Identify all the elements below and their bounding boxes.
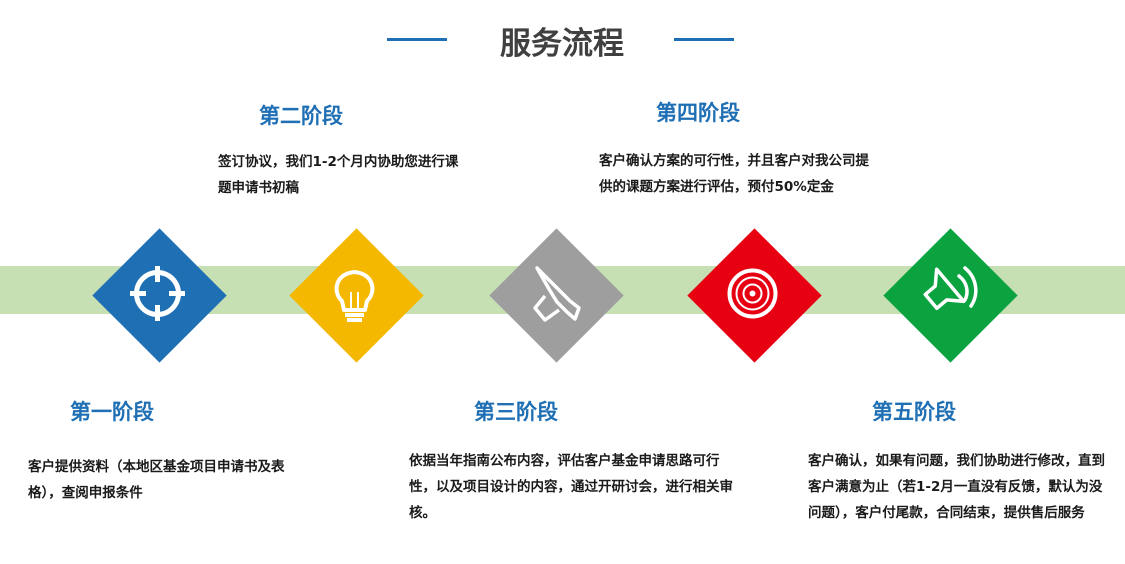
lightbulb-icon [334,270,375,322]
stage-5-title: 第五阶段 [872,400,956,424]
title-line-right [674,38,734,41]
stage-4-desc: 客户确认方案的可行性，并且客户对我公司提供的课题方案进行评估，预付50%定金 [599,153,869,195]
stage-4-title: 第四阶段 [656,101,740,125]
stage-3-node [487,226,624,363]
stage-5-node [881,226,1018,363]
stage-2-node [287,226,424,363]
page-title: 服务流程 [500,26,624,62]
stage-2-desc: 签订协议，我们1-2个月内协助您进行课题申请书初稿 [218,154,459,196]
stage-3-desc: 依据当年指南公布内容，评估客户基金申请思路可行性，以及项目设计的内容，通过开研讨… [409,453,733,521]
target-icon [130,266,185,321]
stage-1-title: 第一阶段 [70,400,154,424]
header: 服务流程 [0,14,1125,64]
disc-icon [727,268,778,319]
speaker-icon [533,266,581,322]
stage-2-title: 第二阶段 [259,104,343,128]
stage-1-desc: 客户提供资料（本地区基金项目申请书及表格），查阅申报条件 [28,459,285,501]
stage-4-node [685,226,822,363]
speaker-sound-icon [923,266,978,311]
stage-3-title: 第三阶段 [474,400,558,424]
title-line-left [387,38,447,41]
stage-5-desc: 客户确认，如果有问题，我们协助进行修改，直到客户满意为止（若1-2月一直没有反馈… [808,453,1105,521]
stage-1-node [90,226,227,363]
